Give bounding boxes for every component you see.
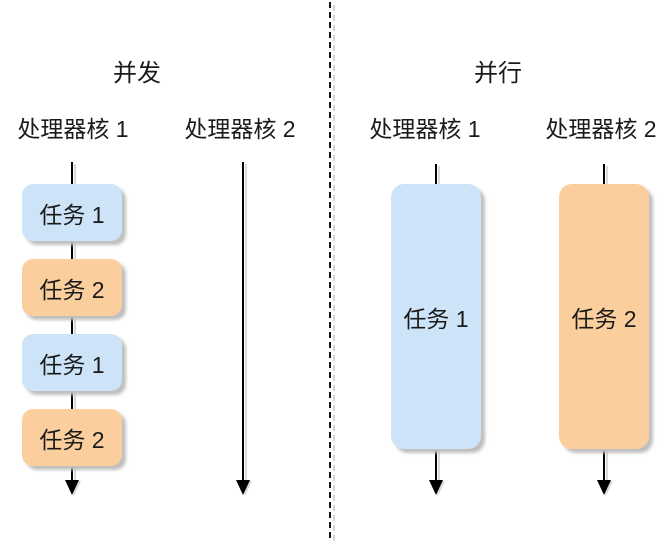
- task-label: 任务 1: [39, 351, 105, 378]
- task-box: 任务 1: [22, 334, 122, 391]
- right-core2-label: 处理器核 2: [545, 116, 657, 142]
- task-label: 任务 1: [39, 201, 105, 228]
- right-core1-label: 处理器核 1: [369, 116, 481, 142]
- task-box: 任务 1: [391, 184, 481, 449]
- task-label: 任务 2: [571, 305, 637, 332]
- divider-shadow: [333, 5, 335, 543]
- right-panel-title: 并行: [474, 60, 522, 87]
- task-box: 任务 2: [559, 184, 649, 449]
- left-core2-arrowhead-down-icon: [236, 480, 250, 495]
- left-panel-title: 并发: [113, 60, 161, 87]
- task-label: 任务 2: [39, 426, 105, 453]
- task-box: 任务 2: [22, 259, 122, 316]
- right-core1-arrowhead-down-icon: [429, 480, 443, 495]
- left-core1-timeline-line: [71, 162, 73, 480]
- task-box: 任务 1: [22, 184, 122, 241]
- right-core2-arrowhead-down-icon: [597, 480, 611, 495]
- task-box: 任务 2: [22, 409, 122, 466]
- left-core1-arrowhead-down-icon: [65, 480, 79, 495]
- left-core2-timeline-line: [242, 162, 244, 480]
- left-core1-label: 处理器核 1: [17, 116, 129, 142]
- left-core2-label: 处理器核 2: [184, 116, 296, 142]
- panel-divider-dashed-line: [329, 2, 331, 542]
- task-label: 任务 2: [39, 276, 105, 303]
- task-label: 任务 1: [403, 305, 469, 332]
